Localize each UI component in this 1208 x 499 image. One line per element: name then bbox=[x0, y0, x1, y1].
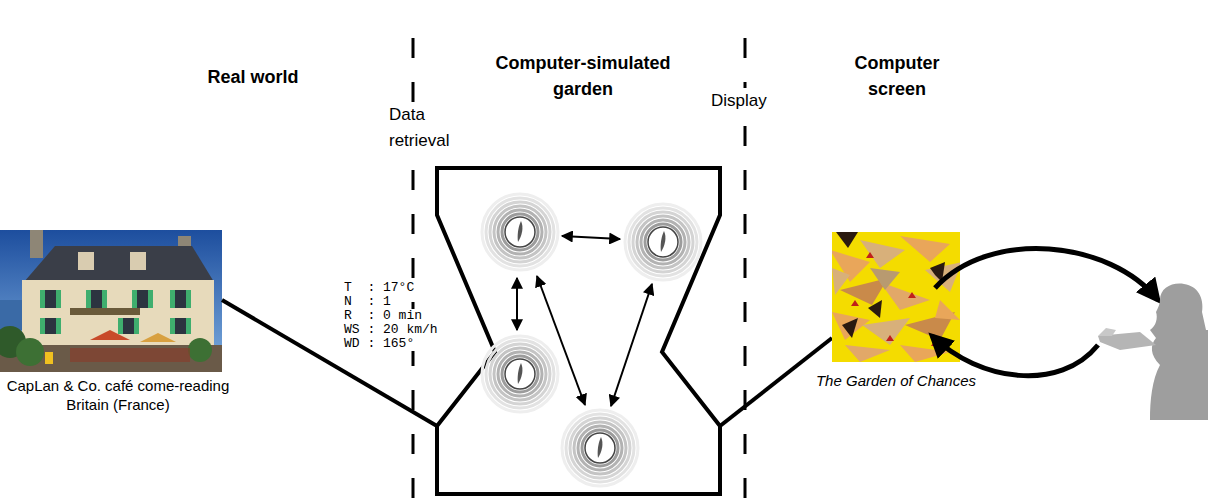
weather-data: N : 1 bbox=[343, 295, 392, 309]
plant-cell bbox=[625, 204, 701, 280]
plant-cell bbox=[562, 410, 638, 486]
feedback-arrow bbox=[935, 249, 1158, 300]
weather-data: R : 0 min bbox=[343, 309, 423, 323]
column-heading: Real world bbox=[181, 64, 325, 90]
feedback-arrow bbox=[932, 336, 1098, 376]
weather-data: T : 17°C bbox=[343, 281, 415, 295]
person-silhouette bbox=[1098, 284, 1208, 420]
wire bbox=[222, 300, 437, 426]
plant-cell bbox=[482, 336, 558, 412]
plant-cell bbox=[482, 194, 558, 270]
photo-node: CapLan & Co. café come-reading Britain (… bbox=[0, 230, 236, 418]
weather-data: WS : 20 km/h bbox=[343, 323, 439, 337]
caption: The Garden of Chances bbox=[811, 372, 981, 390]
column-heading: Computer screen bbox=[840, 50, 954, 102]
interaction-arrows bbox=[517, 236, 652, 406]
caption: CapLan & Co. café come-reading Britain (… bbox=[0, 376, 236, 414]
stage-label: Data retrieval bbox=[387, 102, 473, 154]
weather-data: WD : 165° bbox=[343, 337, 415, 351]
screen-node: The Garden of Chances bbox=[811, 232, 981, 394]
column-heading: Computer-simulated garden bbox=[486, 50, 680, 102]
stage-label: Display bbox=[709, 88, 769, 114]
cafe-photo bbox=[0, 230, 222, 372]
garden-outline bbox=[437, 168, 720, 494]
